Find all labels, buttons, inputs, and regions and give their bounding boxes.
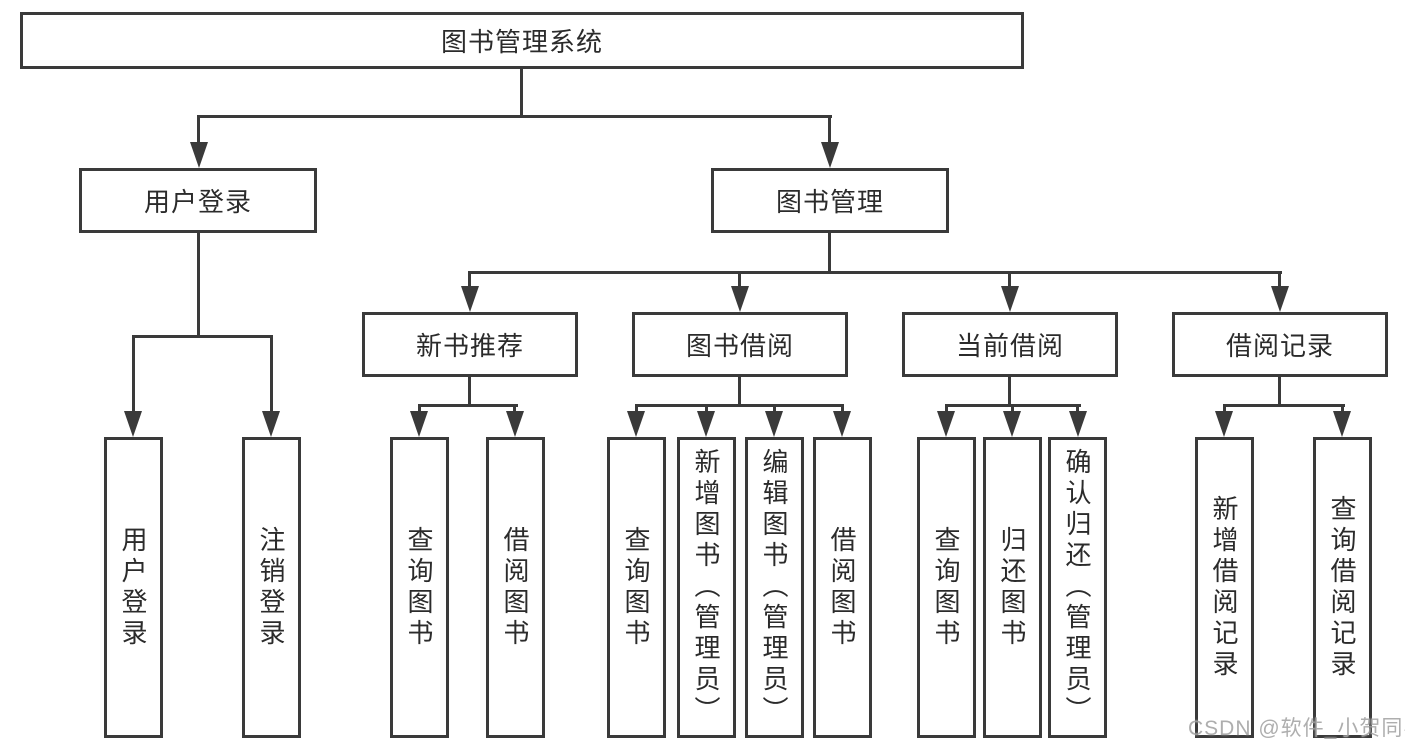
arrow-down-icon [833, 411, 851, 437]
connector-line [520, 66, 523, 118]
connector-line [1011, 404, 1014, 413]
leaf-borrow-book-recommend: 借阅图书 [486, 437, 545, 738]
arrow-down-icon [1003, 411, 1021, 437]
connector-line [513, 404, 516, 413]
node-borrow-record: 借阅记录 [1172, 312, 1388, 377]
arrow-down-icon [190, 142, 208, 168]
arrow-down-icon [821, 142, 839, 168]
arrow-down-icon [937, 411, 955, 437]
connector-line [635, 404, 844, 407]
connector-line [418, 404, 421, 413]
leaf-logout: 注销登录 [242, 437, 301, 738]
connector-line [468, 375, 471, 407]
connector-line [738, 375, 741, 407]
node-new-book-recommend: 新书推荐 [362, 312, 578, 377]
arrow-down-icon [461, 286, 479, 312]
connector-line [468, 271, 471, 288]
connector-line [1008, 375, 1011, 407]
leaf-query-book-current: 查询图书 [917, 437, 976, 738]
leaf-query-borrow-record: 查询借阅记录 [1313, 437, 1372, 738]
leaf-edit-book-admin: 编辑图书（管理员） [745, 437, 804, 738]
connector-line [828, 231, 831, 274]
node-book-management: 图书管理 [711, 168, 949, 233]
arrow-down-icon [262, 411, 280, 437]
connector-line [773, 404, 776, 413]
connector-line [132, 335, 135, 413]
arrow-down-icon [731, 286, 749, 312]
arrow-down-icon [124, 411, 142, 437]
connector-line [270, 335, 273, 413]
arrow-down-icon [1001, 286, 1019, 312]
leaf-add-borrow-record: 新增借阅记录 [1195, 437, 1254, 738]
connector-line [1076, 404, 1079, 413]
connector-line [197, 115, 832, 118]
arrow-down-icon [1271, 286, 1289, 312]
connector-line [468, 271, 1282, 274]
connector-line [418, 404, 518, 407]
connector-line [1278, 375, 1281, 407]
connector-line [1341, 404, 1344, 413]
connector-line [841, 404, 844, 413]
arrow-down-icon [765, 411, 783, 437]
connector-line [1278, 271, 1281, 288]
arrow-down-icon [627, 411, 645, 437]
connector-line [738, 271, 741, 288]
arrow-down-icon [697, 411, 715, 437]
arrow-down-icon [506, 411, 524, 437]
node-book-borrow: 图书借阅 [632, 312, 848, 377]
leaf-add-book-admin: 新增图书（管理员） [677, 437, 736, 738]
leaf-return-book: 归还图书 [983, 437, 1042, 738]
connector-line [132, 335, 273, 338]
connector-line [1223, 404, 1226, 413]
connector-line [828, 115, 831, 144]
leaf-query-book-borrow: 查询图书 [607, 437, 666, 738]
leaf-query-book-recommend: 查询图书 [390, 437, 449, 738]
node-user-login-group: 用户登录 [79, 168, 317, 233]
connector-line [705, 404, 708, 413]
connector-line [197, 231, 200, 337]
connector-line [945, 404, 948, 413]
arrow-down-icon [1069, 411, 1087, 437]
leaf-user-login: 用户登录 [104, 437, 163, 738]
leaf-borrow-book: 借阅图书 [813, 437, 872, 738]
connector-line [635, 404, 638, 413]
csdn-watermark: CSDN @软件_小贺同学 [1188, 717, 1405, 740]
node-current-borrow: 当前借阅 [902, 312, 1118, 377]
node-library-system: 图书管理系统 [20, 12, 1024, 69]
leaf-confirm-return-admin: 确认归还（管理员） [1048, 437, 1107, 738]
connector-line [1223, 404, 1345, 407]
connector-line [1008, 271, 1011, 288]
arrow-down-icon [1333, 411, 1351, 437]
arrow-down-icon [410, 411, 428, 437]
arrow-down-icon [1215, 411, 1233, 437]
connector-line [197, 115, 200, 144]
